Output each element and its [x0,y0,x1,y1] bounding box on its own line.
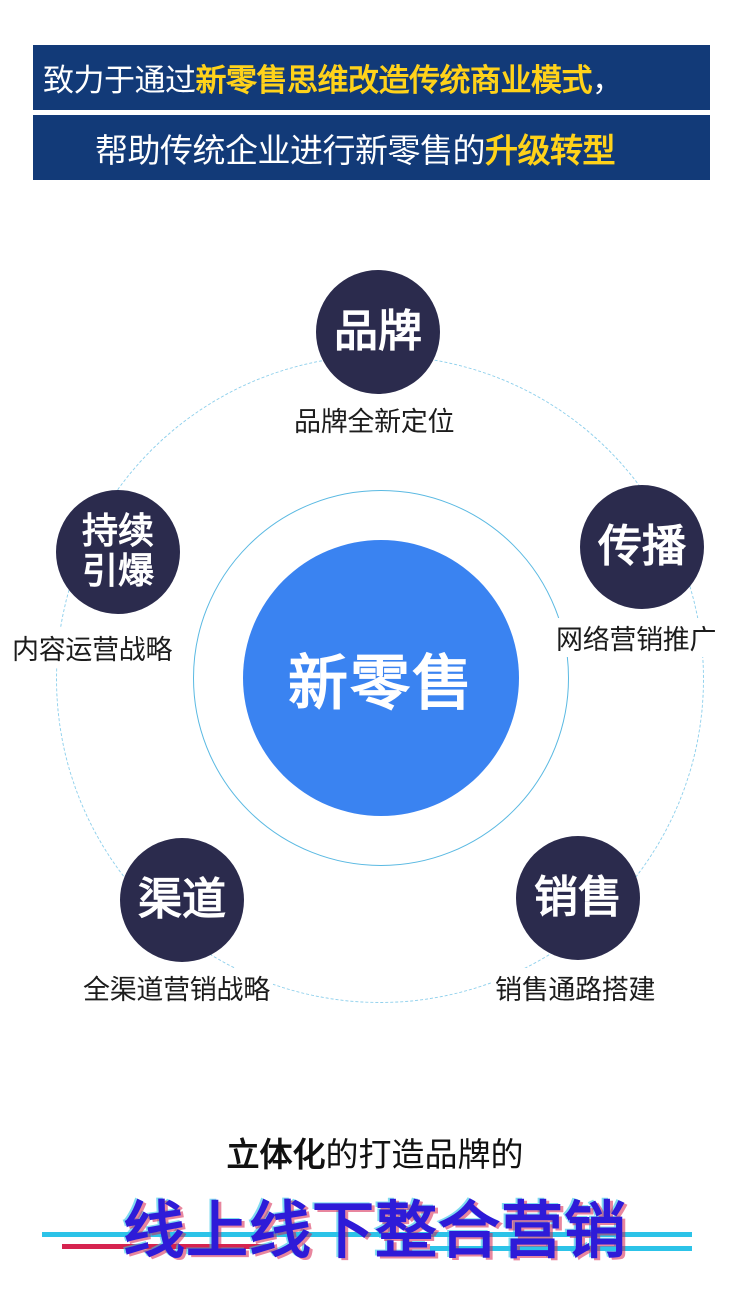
node-continuous-title-line-1: 持续 [81,511,154,553]
node-sales-label: 销售通路搭建 [492,968,659,1007]
decor-stripe-blue [42,1232,692,1237]
banner-line-2-highlight: 升级转型 [485,130,616,170]
node-brand-title: 品牌 [334,305,422,357]
node-spread-title: 传播 [598,520,686,572]
node-brand: 品牌 [316,270,440,394]
banner-line-2: 帮助传统企业进行新零售的升级转型 [33,115,710,180]
decor-stripe-blue-2 [430,1246,692,1251]
node-channel-label: 全渠道营销战略 [80,968,273,1007]
banner-line-1-highlight: 新零售思维改造传统商业模式 [195,63,593,99]
node-continuous: 持续 引爆 [56,490,180,614]
node-spread-label: 网络营销推广 [553,618,720,657]
banner-line-1: 致力于通过新零售思维改造传统商业模式， [33,45,710,110]
node-continuous-label: 内容运营战略 [9,628,176,667]
slogan-rest: 的打造品牌的 [325,1135,524,1174]
slogan-emphasis: 立体化 [226,1135,326,1174]
center-circle: 新零售 [243,540,519,816]
decor-stripe-red [62,1244,272,1249]
node-brand-label: 品牌全新定位 [291,400,458,439]
node-channel-title: 渠道 [138,873,226,925]
banner-line-1-suffix: ， [592,63,623,99]
node-channel: 渠道 [120,838,244,962]
node-spread: 传播 [580,485,704,609]
node-sales: 销售 [516,836,640,960]
inner-ring [193,490,569,866]
slogan-main: 线上线下整合营销 [122,1194,627,1267]
node-continuous-title-line-2: 引爆 [81,551,154,592]
slogan-subtitle: 立体化的打造品牌的 [0,1128,750,1176]
banner-line-1-prefix: 致力于通过 [43,63,196,99]
node-sales-title: 销售 [534,871,622,923]
banner-line-2-prefix: 帮助传统企业进行新零售的 [95,130,486,170]
